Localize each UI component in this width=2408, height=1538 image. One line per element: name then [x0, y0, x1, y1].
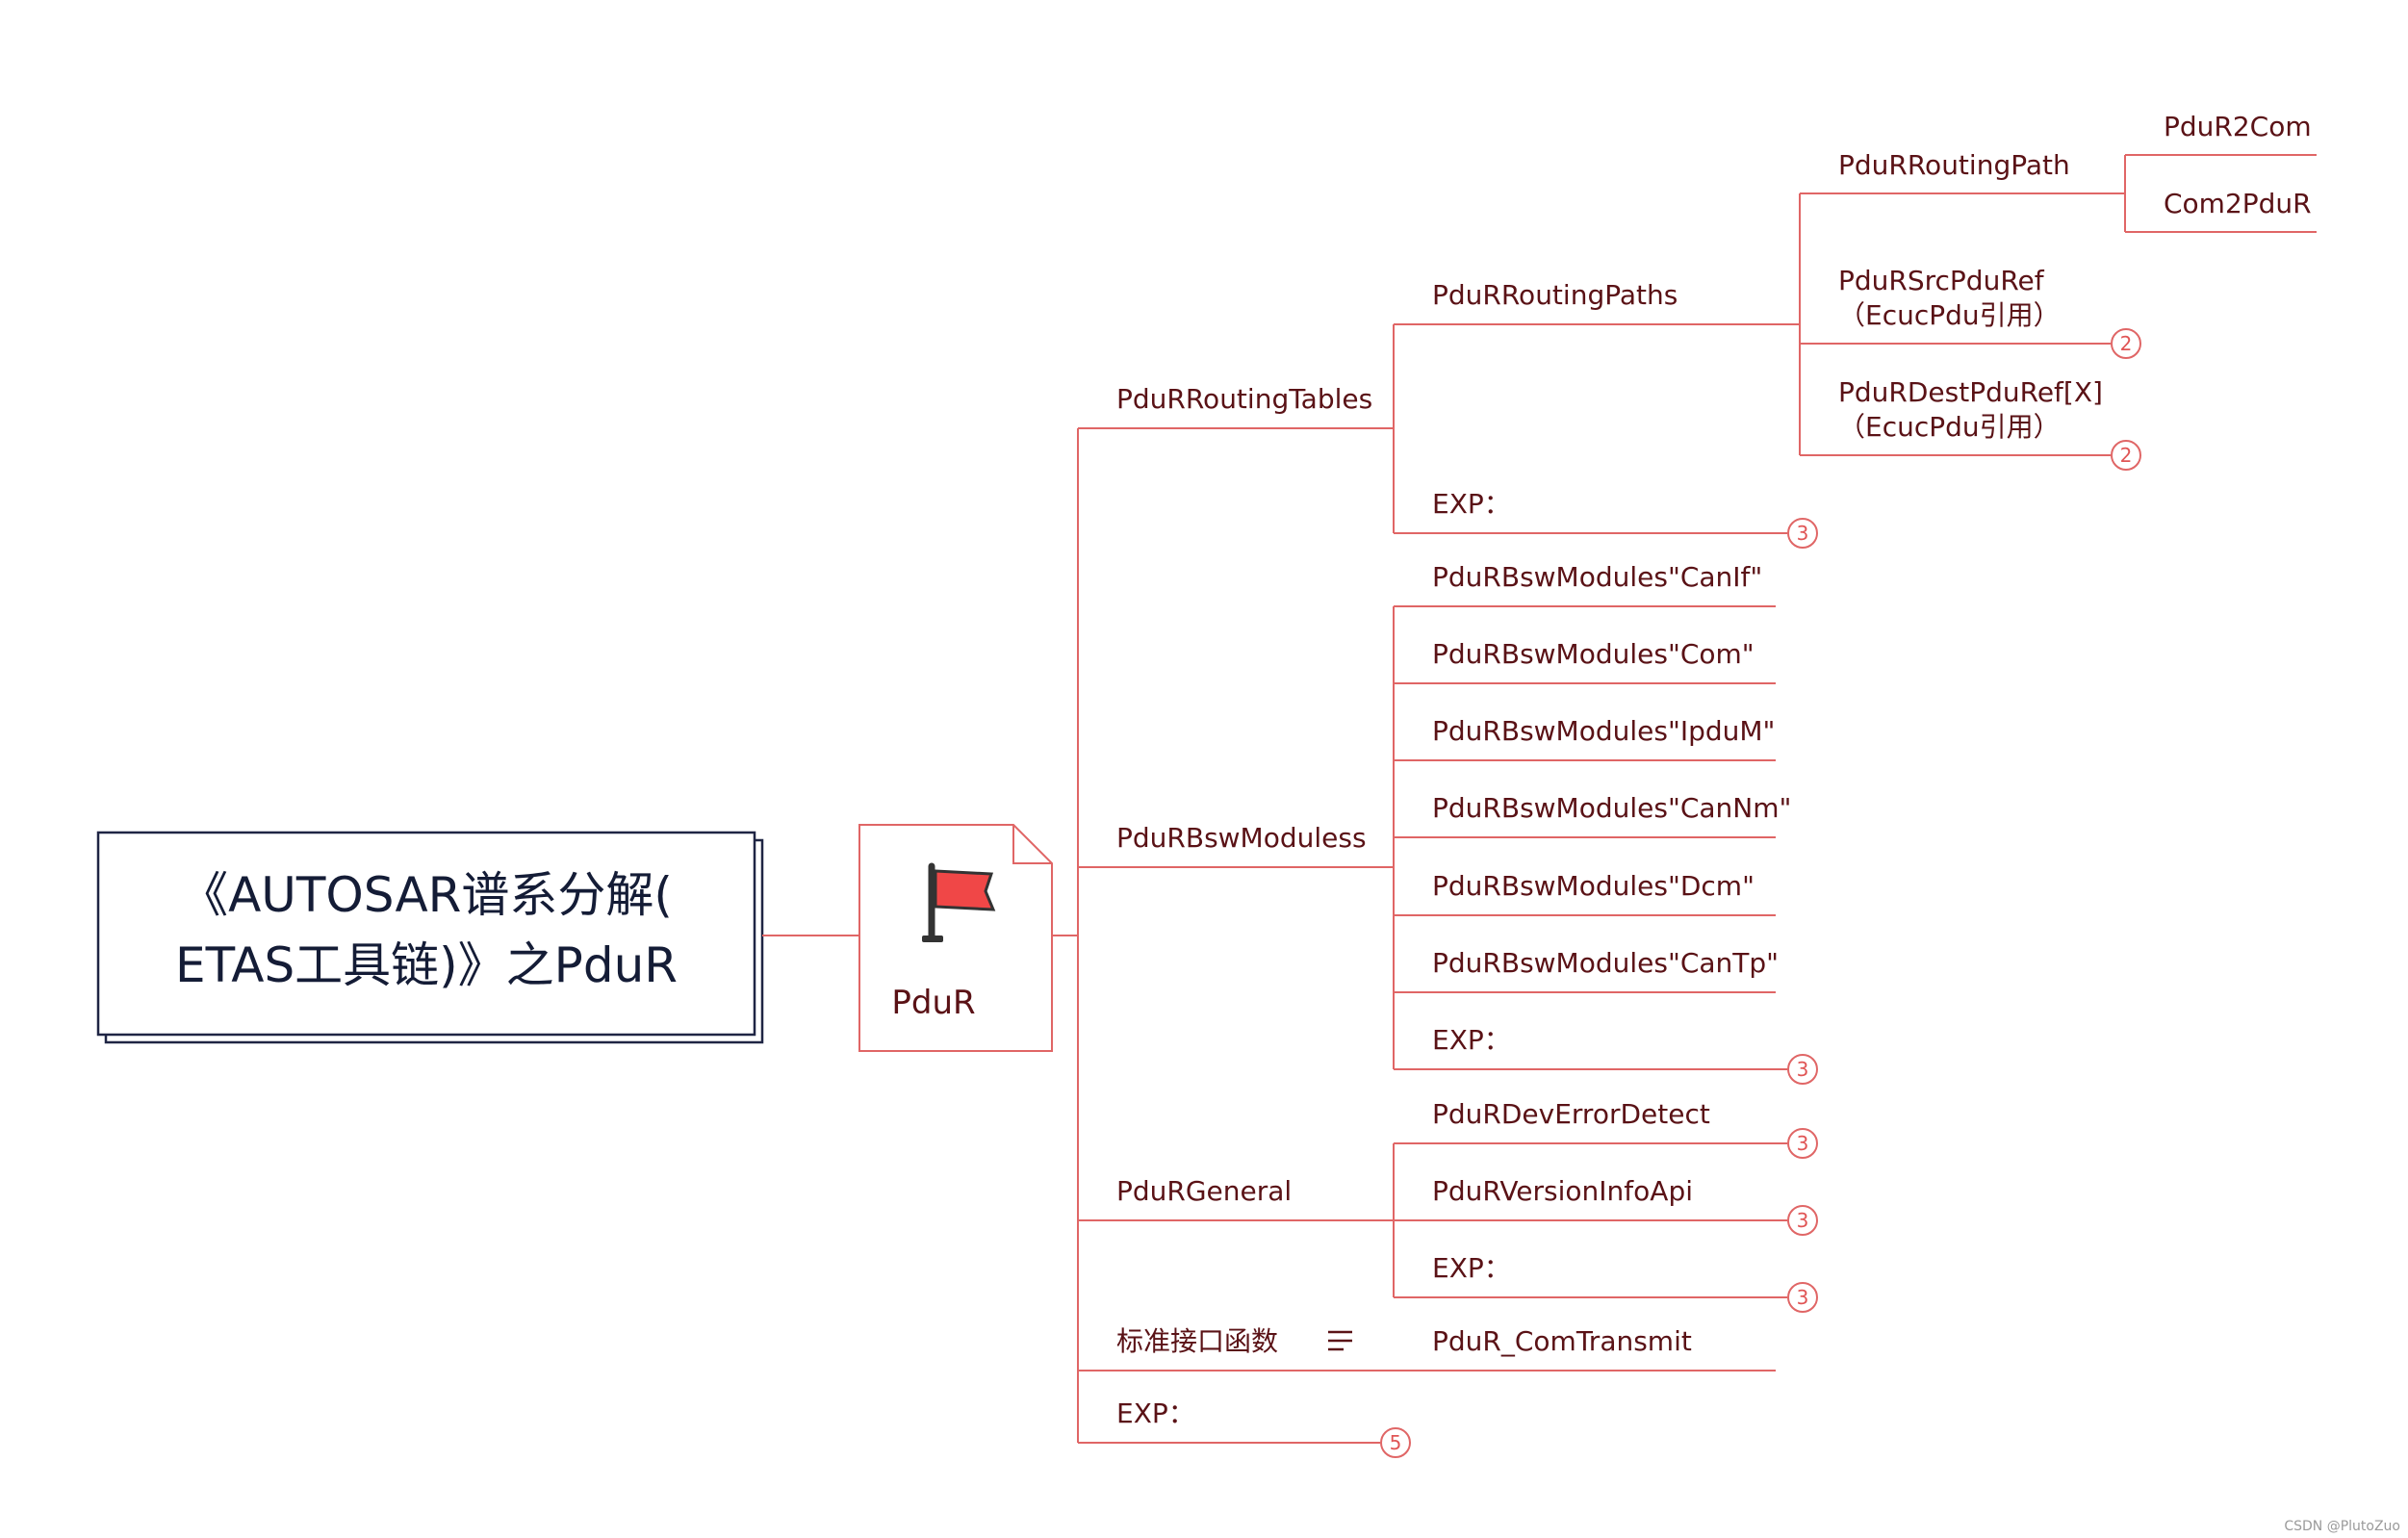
- svg-text:5: 5: [1390, 1431, 1402, 1454]
- routing-paths-label: PduRRoutingPaths: [1432, 279, 1678, 311]
- svg-text:3: 3: [1797, 1132, 1809, 1155]
- watermark: CSDN @PlutoZuo: [2284, 1519, 2400, 1534]
- exp-label: EXP：: [1432, 488, 1511, 520]
- root-node[interactable]: 《AUTOSAR谱系分解( ETAS工具链)》之PduR: [96, 831, 764, 1044]
- node-bsw-exp[interactable]: EXP： 3: [1394, 1024, 1818, 1085]
- node-bsw-cantp[interactable]: PduRBswModules"CanTp": [1394, 947, 1779, 993]
- center-label: PduR: [891, 984, 975, 1022]
- count-badge[interactable]: 5: [1380, 1427, 1411, 1458]
- pdur2com-label: PduR2Com: [2164, 111, 2312, 142]
- node-com2pdur[interactable]: Com2PduR: [2125, 188, 2317, 233]
- routing-path-label: PduRRoutingPath: [1838, 149, 2070, 181]
- svg-text:3: 3: [1797, 1209, 1809, 1232]
- count-badge[interactable]: 3: [1787, 518, 1818, 549]
- dev-error-detect-label: PduRDevErrorDetect: [1432, 1098, 1710, 1130]
- svg-text:2: 2: [2120, 332, 2133, 355]
- bsw-canif-label: PduRBswModules"CanIf": [1432, 561, 1762, 593]
- node-bsw-ipdum[interactable]: PduRBswModules"IpduM": [1394, 715, 1776, 761]
- node-routing-tables-exp[interactable]: EXP： 3: [1394, 488, 1818, 549]
- svg-text:3: 3: [1797, 522, 1809, 545]
- dest-pdu-ref-line-1: PduRDestPduRef[X]: [1838, 376, 2103, 408]
- node-bsw-cannm[interactable]: PduRBswModules"CanNm": [1394, 792, 1791, 838]
- exp-label: EXP：: [1432, 1024, 1511, 1056]
- svg-text:2: 2: [2120, 444, 2133, 467]
- std-interface-label: 标准接口函数: [1116, 1325, 1278, 1357]
- count-badge[interactable]: 3: [1787, 1128, 1818, 1159]
- bsw-dcm-label: PduRBswModules"Dcm": [1432, 870, 1755, 902]
- pdur-comtransmit-label: PduR_ComTransmit: [1432, 1325, 1692, 1357]
- bsw-cantp-label: PduRBswModules"CanTp": [1432, 947, 1779, 979]
- svg-text:3: 3: [1797, 1286, 1809, 1309]
- node-dest-pdu-ref[interactable]: PduRDestPduRef[X] （EcucPdu引用） 2: [1800, 376, 2141, 471]
- node-std-interface[interactable]: 标准接口函数 PduR_ComTransmit: [1078, 1325, 1776, 1371]
- svg-text:3: 3: [1797, 1058, 1809, 1081]
- node-dev-error-detect[interactable]: PduRDevErrorDetect 3: [1394, 1098, 1818, 1159]
- exp-label: EXP：: [1116, 1397, 1195, 1429]
- count-badge[interactable]: 2: [2111, 328, 2141, 359]
- node-routing-tables[interactable]: PduRRoutingTables: [1078, 383, 1394, 429]
- exp-label: EXP：: [1432, 1252, 1511, 1284]
- com2pdur-label: Com2PduR: [2164, 188, 2312, 219]
- node-bsw-dcm[interactable]: PduRBswModules"Dcm": [1394, 870, 1776, 916]
- count-badge[interactable]: 2: [2111, 440, 2141, 471]
- dest-pdu-ref-line-2: （EcucPdu引用）: [1838, 411, 2061, 443]
- node-bsw-modules[interactable]: PduRBswModuless: [1078, 822, 1394, 868]
- bsw-modules-label: PduRBswModuless: [1116, 822, 1367, 854]
- red-flag-icon: [922, 862, 996, 942]
- node-pdur2com[interactable]: PduR2Com: [2125, 111, 2317, 156]
- node-routing-path[interactable]: PduRRoutingPath: [1800, 149, 2125, 194]
- src-pdu-ref-line-1: PduRSrcPduRef: [1838, 265, 2045, 296]
- node-general-exp[interactable]: EXP： 3: [1394, 1252, 1818, 1313]
- node-bsw-com[interactable]: PduRBswModules"Com": [1394, 638, 1776, 684]
- node-routing-paths[interactable]: PduRRoutingPaths: [1394, 279, 1800, 325]
- root-title-line-1: 《AUTOSAR谱系分解(: [180, 867, 673, 923]
- node-general[interactable]: PduRGeneral: [1078, 1175, 1394, 1221]
- root-title-line-2: ETAS工具链)》之PduR: [175, 937, 678, 993]
- src-pdu-ref-line-2: （EcucPdu引用）: [1838, 299, 2061, 331]
- node-root-exp[interactable]: EXP： 5: [1078, 1397, 1411, 1458]
- bsw-cannm-label: PduRBswModules"CanNm": [1432, 792, 1791, 824]
- count-badge[interactable]: 3: [1787, 1205, 1818, 1236]
- bsw-ipdum-label: PduRBswModules"IpduM": [1432, 715, 1775, 747]
- notes-icon[interactable]: [1328, 1330, 1352, 1351]
- node-bsw-canif[interactable]: PduRBswModules"CanIf": [1394, 561, 1776, 607]
- count-badge[interactable]: 3: [1787, 1282, 1818, 1313]
- count-badge[interactable]: 3: [1787, 1054, 1818, 1085]
- node-src-pdu-ref[interactable]: PduRSrcPduRef （EcucPdu引用） 2: [1800, 265, 2141, 359]
- version-info-api-label: PduRVersionInfoApi: [1432, 1175, 1693, 1207]
- center-node[interactable]: PduR: [858, 824, 1053, 1052]
- bsw-com-label: PduRBswModules"Com": [1432, 638, 1755, 670]
- general-label: PduRGeneral: [1116, 1175, 1292, 1207]
- node-version-info-api[interactable]: PduRVersionInfoApi 3: [1394, 1175, 1818, 1236]
- routing-tables-label: PduRRoutingTables: [1116, 383, 1372, 415]
